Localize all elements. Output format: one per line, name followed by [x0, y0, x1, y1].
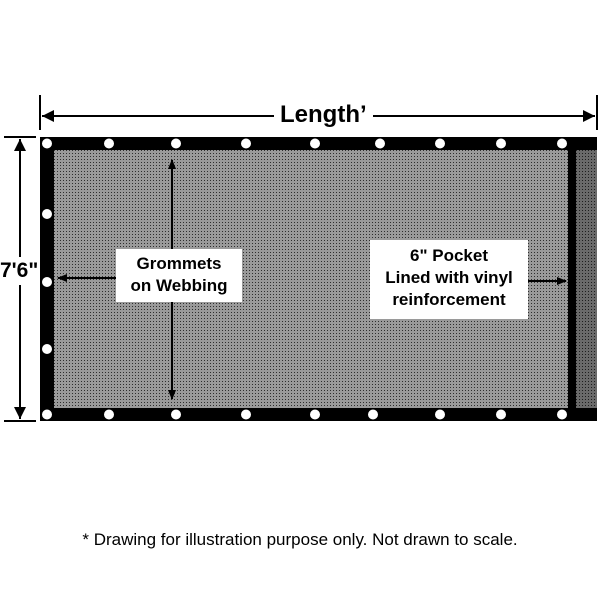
grommets-callout-line-2: on Webbing	[130, 276, 228, 295]
grommet-icon	[310, 409, 320, 420]
footnote: * Drawing for illustration purpose only.…	[82, 530, 518, 549]
grommet-icon	[435, 409, 445, 420]
grommet-icon	[171, 138, 181, 149]
grommet-icon	[368, 409, 378, 420]
length-arrow-right-icon	[583, 110, 595, 122]
grommet-icon	[104, 409, 114, 420]
grommets	[42, 138, 567, 420]
pocket-callout: 6" Pocket Lined with vinyl reinforcement	[370, 240, 528, 319]
height-arrow-top-icon	[14, 139, 26, 151]
grommet-icon	[42, 344, 52, 354]
length-arrow-left-icon	[42, 110, 54, 122]
pocket-callout-line-3: reinforcement	[392, 290, 506, 309]
grommet-icon	[375, 138, 385, 149]
grommets-callout: Grommets on Webbing	[116, 249, 242, 302]
grommet-icon	[42, 277, 52, 287]
grommet-icon	[310, 138, 320, 149]
grommet-icon	[557, 138, 567, 149]
height-label: 7'6"	[0, 257, 39, 285]
grommet-icon	[42, 409, 52, 420]
length-label: Length’	[274, 100, 373, 130]
grommet-icon	[496, 409, 506, 420]
grommet-icon	[435, 138, 445, 149]
grommet-icon	[171, 409, 181, 420]
grommet-icon	[42, 209, 52, 219]
grommets-callout-line-1: Grommets	[136, 254, 222, 273]
pocket-callout-line-2: Lined with vinyl	[385, 268, 513, 287]
pocket-panel	[576, 150, 597, 408]
grommet-icon	[496, 138, 506, 149]
grommet-icon	[241, 138, 251, 149]
grommet-icon	[241, 409, 251, 420]
grommet-icon	[42, 138, 52, 149]
height-arrow-bottom-icon	[14, 407, 26, 419]
pocket-callout-line-1: 6" Pocket	[410, 246, 488, 265]
grommet-icon	[557, 409, 567, 420]
grommet-icon	[104, 138, 114, 149]
